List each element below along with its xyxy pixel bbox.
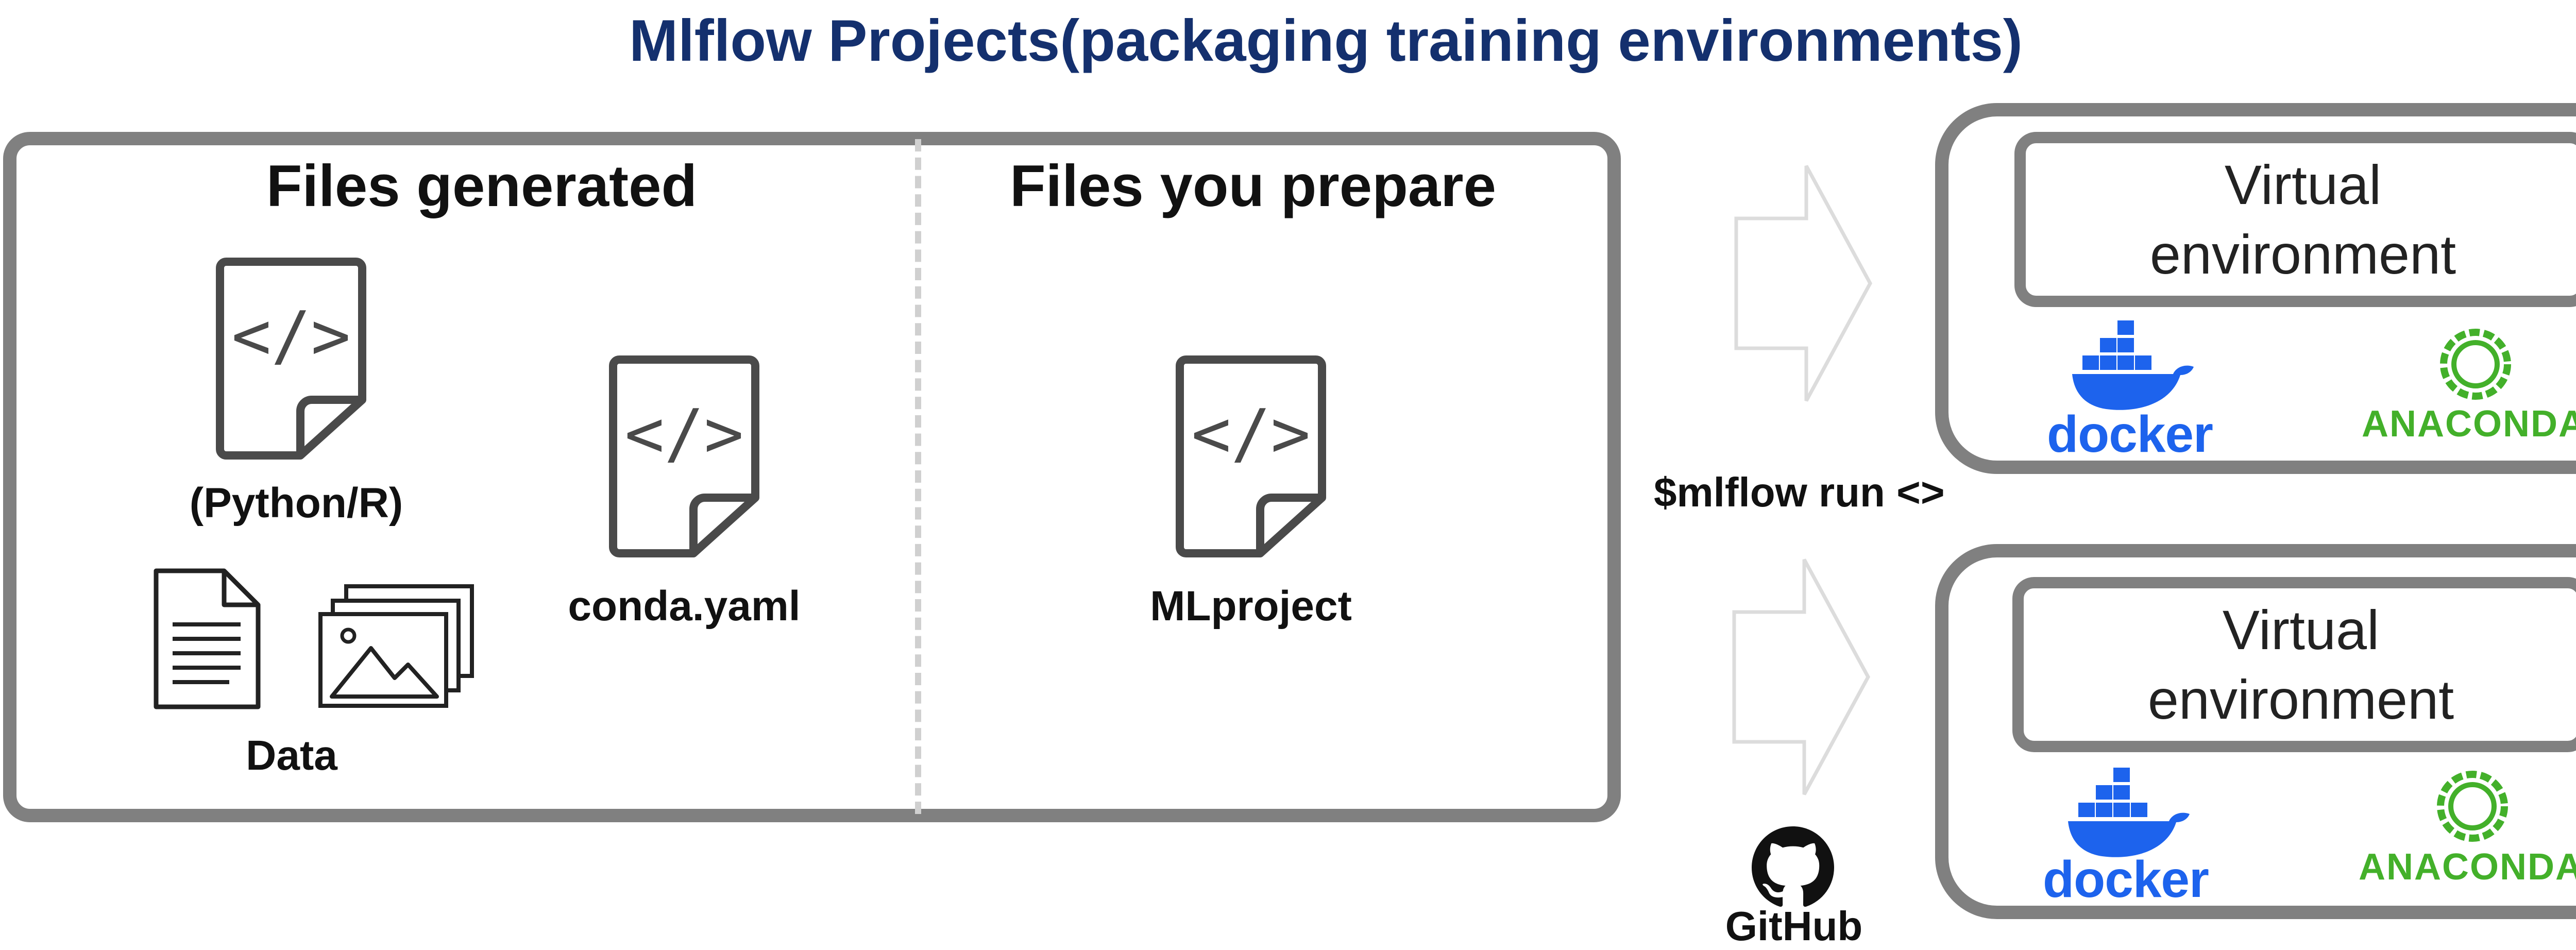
code-file-icon: </> [1176, 355, 1326, 557]
env-line1: Virtual [2222, 599, 2380, 661]
virtual-environment-box: Virtual environment [2014, 132, 2576, 307]
project-files-panel [3, 132, 1621, 822]
svg-text:</>: </> [231, 298, 350, 375]
anaconda-ring-icon [2440, 329, 2511, 400]
env-line2: environment [2147, 668, 2454, 731]
mlproject-caption: MLproject [1150, 583, 1352, 630]
files-prepare-heading: Files you prepare [1009, 154, 1497, 219]
github-label: GitHub [1725, 903, 1863, 949]
github-octocat-icon [1752, 826, 1834, 907]
code-file-icon: </> [609, 355, 759, 557]
data-caption: Data [246, 732, 337, 779]
anaconda-label: ANACONDA [2362, 403, 2576, 445]
files-generated-heading: Files generated [266, 154, 698, 219]
script-caption: (Python/R) [189, 480, 403, 527]
virtual-environment-box: Virtual environment [2012, 577, 2576, 752]
arrow-right-icon [1732, 558, 1870, 795]
diagram-title: Mlflow Projects(packaging training envir… [629, 8, 2023, 74]
anaconda-label: ANACONDA [2359, 846, 2576, 888]
svg-text:</>: </> [1191, 396, 1310, 472]
document-icon [154, 568, 261, 709]
svg-text:</>: </> [624, 396, 743, 472]
docker-whale-icon [2072, 320, 2194, 410]
code-file-icon: </> [216, 258, 366, 460]
env-line2: environment [2149, 223, 2456, 285]
arrow-right-icon [1734, 165, 1872, 402]
anaconda-ring-icon [2437, 771, 2508, 842]
docker-label: docker [2043, 851, 2209, 908]
mlflow-run-command: $mlflow run <> [1654, 469, 1945, 515]
docker-whale-icon [2068, 768, 2190, 857]
section-divider [915, 139, 921, 814]
images-icon [318, 584, 474, 708]
env-line1: Virtual [2224, 154, 2382, 216]
conda-yaml-caption: conda.yaml [568, 583, 801, 630]
docker-label: docker [2047, 405, 2213, 463]
